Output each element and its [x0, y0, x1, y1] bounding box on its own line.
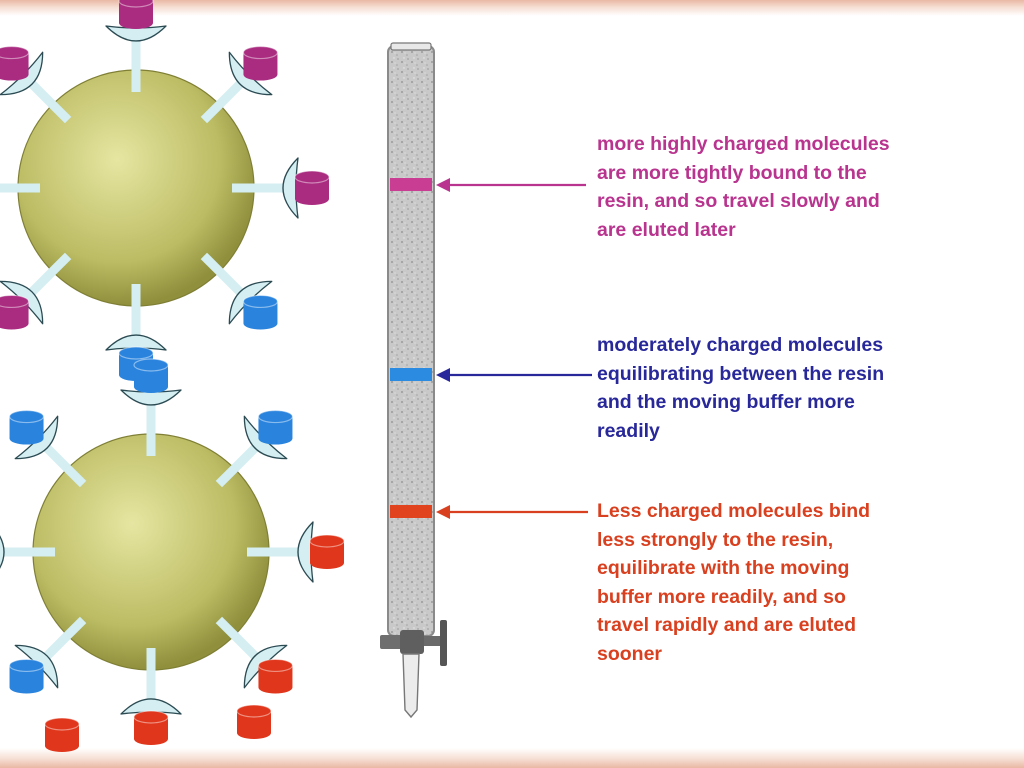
- bottom-border-decoration: [0, 748, 1024, 768]
- receptor-anchor: [200, 99, 225, 124]
- bound-molecule: [257, 409, 294, 445]
- bound-molecule: [0, 45, 30, 81]
- fast-annotation: Less charged molecules bind less strongl…: [597, 497, 870, 668]
- fast-arrow: [436, 505, 588, 519]
- free-molecule: [236, 704, 272, 739]
- annotation-line: Less charged molecules bind: [597, 500, 871, 522]
- receptor-cup: [0, 51, 44, 96]
- medium-band: [390, 368, 432, 381]
- receptor-cup: [105, 25, 167, 42]
- receptor-anchor: [200, 252, 225, 277]
- column-outlet: [402, 653, 420, 719]
- resin-bead: [0, 0, 330, 381]
- receptor-cup: [120, 389, 182, 406]
- slow-band: [390, 178, 432, 191]
- receptor-anchor: [47, 99, 72, 124]
- medium-arrow: [436, 368, 592, 382]
- receptor-cup: [243, 415, 288, 460]
- slow-arrow: [436, 178, 586, 192]
- annotation-line: and the moving buffer more: [597, 391, 855, 413]
- free-molecule: [44, 717, 80, 752]
- receptor-cup: [0, 280, 44, 325]
- stopcock: [380, 620, 447, 666]
- bound-molecule: [294, 170, 330, 205]
- loose-molecules: [44, 704, 272, 752]
- slow-arrow-head: [436, 178, 450, 192]
- annotation-line: are more tightly bound to the: [597, 161, 867, 184]
- annotation-line: less strongly to the resin,: [597, 528, 834, 551]
- top-border-decoration: [0, 0, 1024, 16]
- annotation-line: sooner: [597, 642, 663, 665]
- medium-arrow-head: [436, 368, 450, 382]
- stopcock-handle-right: [424, 636, 442, 646]
- bound-molecule: [133, 358, 169, 393]
- annotation-line: moderately charged molecules: [597, 334, 884, 356]
- bound-molecule: [118, 0, 154, 29]
- slow-annotation: more highly charged molecules are more t…: [597, 130, 890, 244]
- fast-arrow-head: [436, 505, 450, 519]
- stopcock-knob: [440, 620, 447, 666]
- fast-band: [390, 505, 432, 518]
- bound-molecule: [242, 294, 279, 330]
- bound-molecule: [133, 710, 169, 745]
- annotation-line: equilibrating between the resin: [597, 362, 885, 385]
- column-top-rim: [390, 42, 432, 51]
- column-tube: [387, 45, 435, 637]
- receptor-cup: [14, 644, 59, 689]
- resin-beads: [0, 0, 345, 745]
- receptor-cup: [14, 415, 59, 460]
- annotation-line: resin, and so travel slowly and: [597, 190, 880, 212]
- receptor-anchor: [47, 252, 72, 277]
- annotation-line: equilibrate with the moving: [597, 557, 850, 579]
- receptor-cup: [0, 535, 5, 569]
- receptor-cup: [105, 334, 167, 351]
- receptor-cup: [120, 698, 182, 715]
- medium-annotation: moderately charged molecules equilibrati…: [597, 331, 884, 445]
- bound-molecule: [242, 45, 279, 81]
- annotation-line: travel rapidly and are eluted: [597, 614, 857, 636]
- annotation-line: more highly charged molecules: [597, 133, 890, 155]
- annotation-line: are eluted later: [597, 218, 736, 241]
- receptor-cup: [243, 644, 288, 689]
- bound-molecule: [8, 658, 45, 694]
- stopcock-handle-left: [380, 635, 402, 649]
- bound-molecule: [0, 294, 30, 330]
- receptor-anchor: [62, 463, 87, 488]
- chromatography-column: [380, 42, 447, 719]
- bound-molecule: [309, 534, 345, 569]
- receptor-anchor: [215, 616, 240, 641]
- bound-molecule: [8, 409, 45, 445]
- stopcock-valve: [400, 630, 424, 654]
- annotation-line: readily: [597, 419, 660, 442]
- receptor-anchor: [62, 616, 87, 641]
- bound-molecule: [257, 658, 294, 694]
- receptor-cup: [228, 51, 273, 96]
- receptor-cup: [228, 280, 273, 325]
- receptor-anchor: [215, 463, 240, 488]
- annotation-line: buffer more readily, and so: [597, 585, 846, 608]
- resin-bead: [0, 358, 345, 745]
